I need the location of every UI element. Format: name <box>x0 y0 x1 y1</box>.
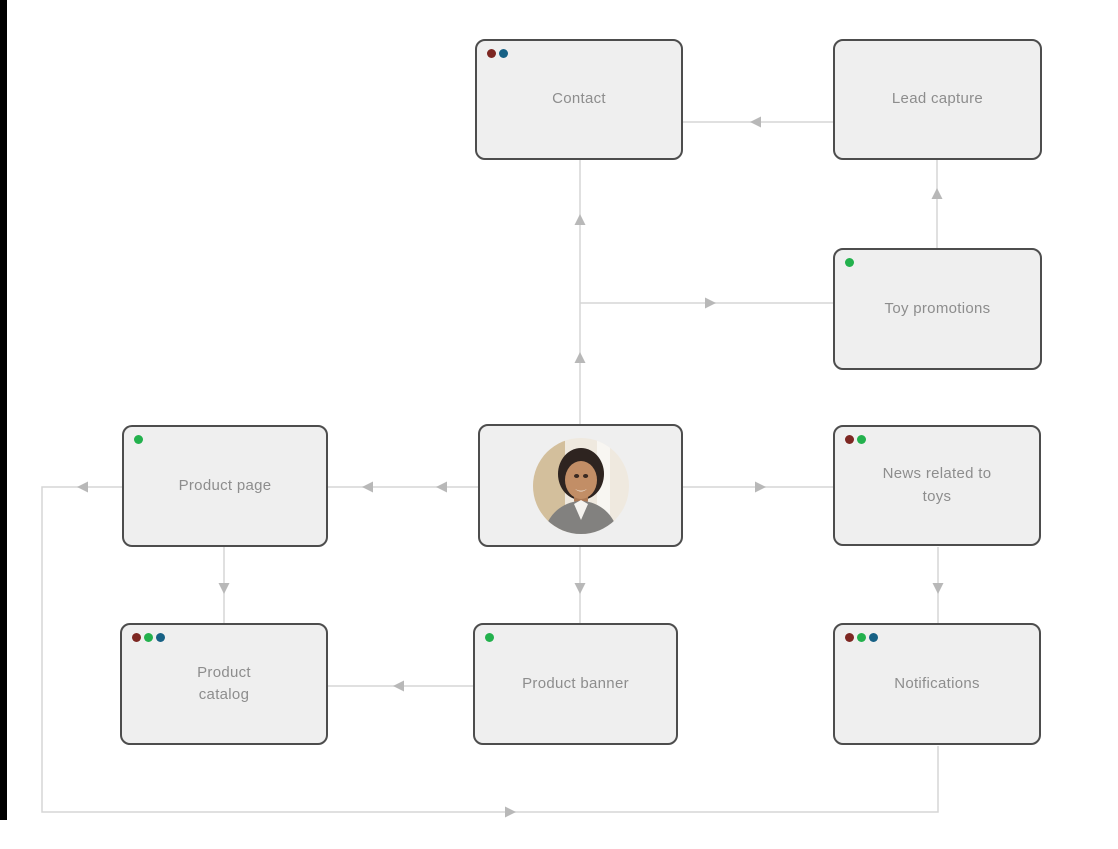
node-toy-promotions[interactable]: Toy promotions <box>833 248 1042 370</box>
node-product-banner[interactable]: Product banner <box>473 623 678 745</box>
arrowhead-left-icon <box>77 481 88 493</box>
node-status-dots <box>487 49 508 58</box>
node-persona[interactable] <box>478 424 683 547</box>
node-status-dots <box>134 435 143 444</box>
node-status-dots <box>845 258 854 267</box>
green-dot <box>134 435 143 444</box>
arrowhead-right-icon <box>755 481 766 493</box>
node-contact[interactable]: Contact <box>475 39 683 160</box>
node-notifications[interactable]: Notifications <box>833 623 1041 745</box>
node-status-dots <box>845 633 878 642</box>
blue-dot <box>156 633 165 642</box>
arrowhead-down-icon <box>218 583 230 594</box>
node-label: Product page <box>178 476 272 494</box>
arrowhead-down-icon <box>932 583 944 594</box>
node-status-dots <box>132 633 165 642</box>
maroon-dot <box>132 633 141 642</box>
arrowhead-left-icon <box>393 680 404 692</box>
node-label: News related to toys <box>882 465 992 505</box>
maroon-dot <box>845 435 854 444</box>
node-label: Lead capture <box>891 90 984 108</box>
blue-dot <box>499 49 508 58</box>
node-product-page[interactable]: Product page <box>122 425 328 547</box>
left-black-strip <box>0 0 7 820</box>
maroon-dot <box>487 49 496 58</box>
woman-avatar-photo <box>532 437 629 534</box>
arrowhead-right-icon <box>505 806 516 818</box>
arrowhead-left-icon <box>362 481 373 493</box>
arrowhead-up-icon <box>574 214 586 225</box>
green-dot <box>857 633 866 642</box>
blue-dot <box>869 633 878 642</box>
arrowhead-right-icon <box>705 297 716 309</box>
arrowhead-up-icon <box>574 352 586 363</box>
node-news-related-to-toys[interactable]: News related to toys <box>833 425 1041 546</box>
node-status-dots <box>485 633 494 642</box>
arrowhead-down-icon <box>574 583 586 594</box>
arrowhead-left-icon <box>436 481 447 493</box>
green-dot <box>144 633 153 642</box>
arrowhead-up-icon <box>931 188 943 199</box>
node-label: Notifications <box>894 674 980 692</box>
node-label: Contact <box>552 90 606 108</box>
node-label: Product banner <box>522 674 629 692</box>
green-dot <box>485 633 494 642</box>
arrowhead-left-icon <box>750 116 761 128</box>
green-dot <box>845 258 854 267</box>
connector-persona-loop-to-notifications <box>41 486 939 813</box>
node-label: Product catalog <box>197 663 251 704</box>
maroon-dot <box>845 633 854 642</box>
green-dot <box>857 435 866 444</box>
node-status-dots <box>845 435 866 444</box>
node-lead-capture[interactable]: Lead capture <box>833 39 1042 160</box>
node-product-catalog[interactable]: Product catalog <box>120 623 328 745</box>
node-label: Toy promotions <box>884 299 991 317</box>
